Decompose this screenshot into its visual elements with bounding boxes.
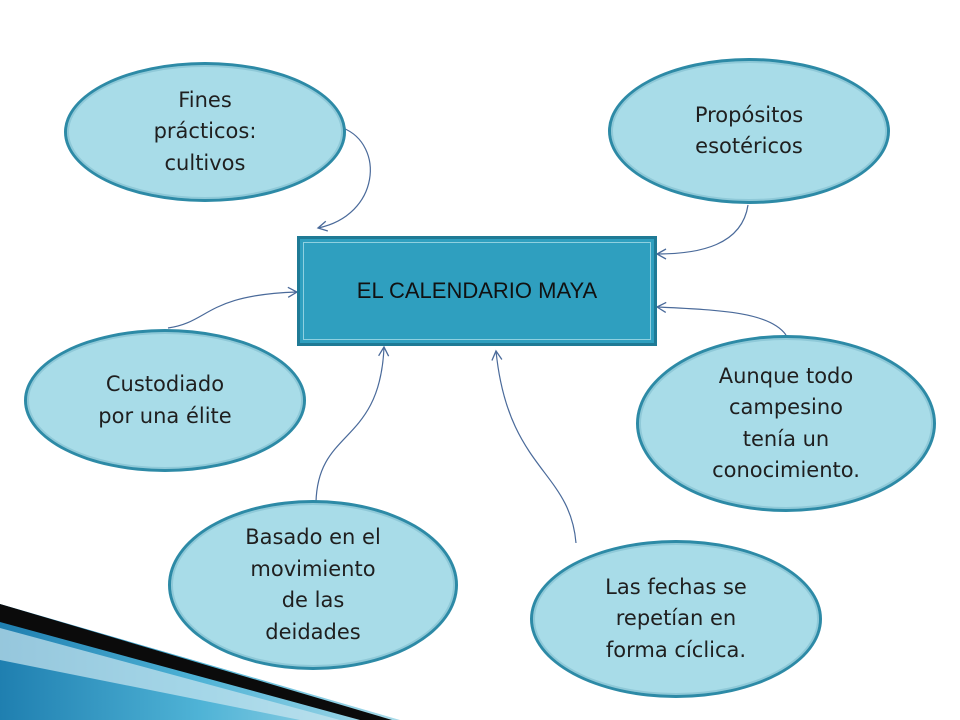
center-node-label: EL CALENDARIO MAYA: [356, 278, 598, 303]
node-propositos-esotericos-label: Propósitos esotéricos: [694, 102, 804, 159]
center-node: EL CALENDARIO MAYA: [297, 236, 657, 346]
decor-dark-wedge: [0, 604, 392, 720]
arrow-aunque-to-center: [655, 301, 787, 336]
arrow-basado-to-center: [315, 345, 390, 503]
node-custodiado: Custodiado por una élite: [24, 329, 306, 472]
arrow-custodiado-to-center: [167, 286, 299, 329]
node-fines-practicos-label: Fines prácticos: cultivos: [153, 87, 257, 175]
node-fechas-ciclicas-label: Las fechas se repetían en forma cíclica.: [605, 574, 747, 662]
node-basado-en-movimiento-label: Basado en el movimiento de las deidades: [245, 525, 381, 644]
node-fechas-ciclicas: Las fechas se repetían en forma cíclica.: [530, 540, 822, 698]
node-propositos-esotericos: Propósitos esotéricos: [608, 58, 890, 204]
arrow-fines-to-center: [316, 127, 371, 232]
node-fines-practicos: Fines prácticos: cultivos: [64, 62, 346, 202]
arrow-propositos-to-center: [655, 204, 749, 260]
node-custodiado-label: Custodiado por una élite: [98, 372, 232, 428]
node-aunque-todo-campesino: Aunque todo campesino tenía un conocimie…: [636, 335, 936, 512]
decor-blue-wedge: [0, 604, 400, 720]
node-basado-en-movimiento: Basado en el movimiento de las deidades: [168, 500, 458, 670]
decor-light-wedge: [0, 628, 340, 720]
arrow-fechas-to-center: [491, 349, 577, 544]
node-aunque-todo-campesino-label: Aunque todo campesino tenía un conocimie…: [712, 363, 860, 483]
